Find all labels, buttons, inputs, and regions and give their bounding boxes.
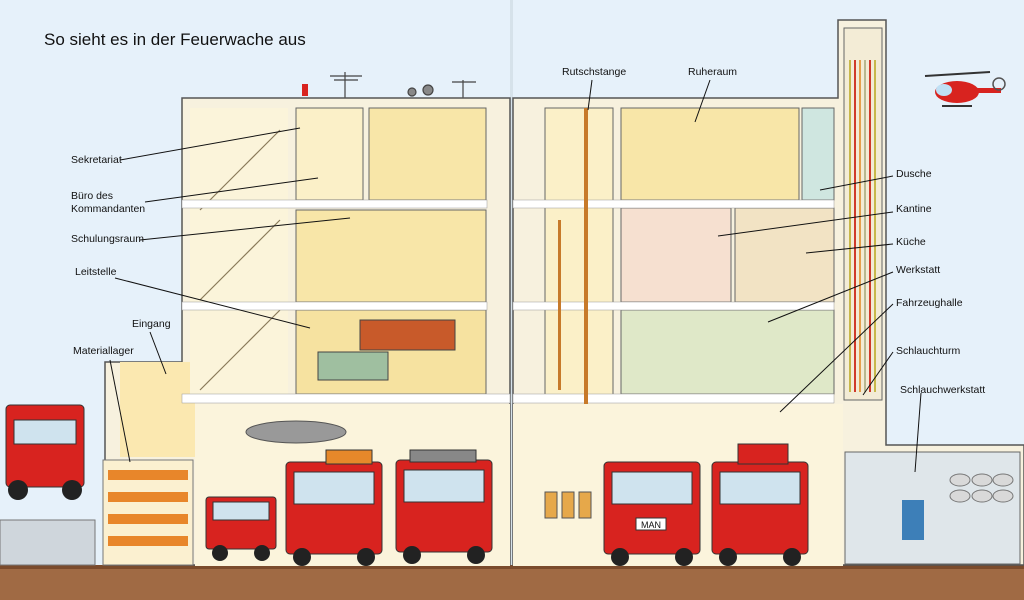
fire-truck-small bbox=[205, 496, 277, 561]
label-eingang: Eingang bbox=[132, 318, 171, 330]
label-kantine: Kantine bbox=[896, 203, 932, 215]
fire-truck-man: MAN bbox=[603, 461, 701, 566]
label-rutschstange: Rutschstange bbox=[562, 66, 627, 78]
roof-antennas bbox=[302, 72, 476, 98]
label-sekretariat: Sekretariat bbox=[71, 154, 122, 166]
truck-plate-text: MAN bbox=[641, 520, 661, 530]
fire-truck-2 bbox=[395, 449, 493, 564]
fire-truck-1 bbox=[285, 449, 383, 566]
helicopter bbox=[924, 71, 1006, 107]
label-leitstelle: Leitstelle bbox=[75, 266, 117, 278]
label-buero-line2: Kommandanten bbox=[71, 202, 146, 215]
label-schulungsraum: Schulungsraum bbox=[71, 233, 144, 245]
fire-truck-ladder bbox=[711, 443, 809, 566]
hose-workshop-room bbox=[844, 451, 1021, 565]
staircase bbox=[199, 129, 281, 391]
label-schlauchwerkstatt: Schlauchwerkstatt bbox=[900, 384, 986, 396]
label-dusche: Dusche bbox=[896, 168, 932, 180]
callout-lines bbox=[109, 79, 922, 473]
inflatable-boat bbox=[245, 420, 347, 444]
label-ruheraum: Ruheraum bbox=[688, 66, 738, 78]
label-werkstatt: Werkstatt bbox=[896, 264, 941, 276]
fire-pole bbox=[584, 108, 588, 566]
gear-lockers bbox=[544, 491, 592, 519]
fire-truck-street bbox=[5, 404, 85, 500]
label-materiallager: Materiallager bbox=[73, 345, 134, 357]
label-fahrzeughalle: Fahrzeughalle bbox=[896, 297, 963, 309]
label-buero-des-kommandanten: Büro des Kommandanten bbox=[71, 190, 145, 215]
label-kueche: Küche bbox=[896, 236, 926, 248]
label-buero-line1: Büro des bbox=[71, 190, 114, 202]
label-schlauchturm: Schlauchturm bbox=[896, 345, 961, 357]
page-title: So sieht es in der Feuerwache aus bbox=[44, 30, 306, 49]
